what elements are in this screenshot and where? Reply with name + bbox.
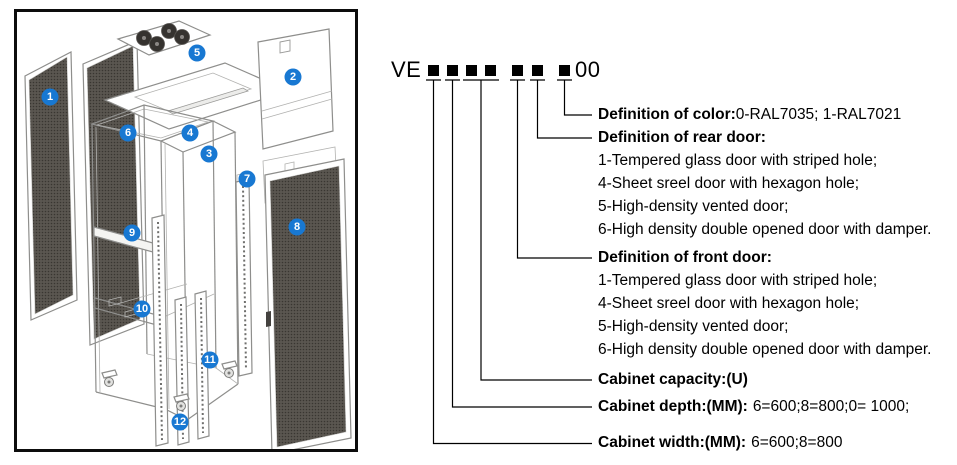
callout-2-label: 2 xyxy=(290,71,296,83)
legend-rear-door-title: Definition of rear door: xyxy=(598,129,766,146)
code-suffix: 00 xyxy=(575,57,601,82)
callout-1-label: 1 xyxy=(47,91,53,103)
callout-3: 3 xyxy=(200,145,218,163)
mounting-rail-inner xyxy=(151,214,169,447)
code-digit-color xyxy=(559,65,570,76)
code-digit-rear-door xyxy=(532,65,543,76)
callout-9-label: 9 xyxy=(129,227,135,239)
legend-depth-value: 6=600;8=800;0= 1000; xyxy=(752,398,910,415)
legend-width-row: Cabinet width:(MM):6=600;8=800 xyxy=(598,434,842,452)
legend-color-title: Definition of color: xyxy=(598,106,736,123)
fan-tray xyxy=(116,20,212,56)
legend-depth-row: Cabinet depth:(MM):6=600;8=800;0= 1000; xyxy=(598,398,909,416)
legend-color-row: Definition of color:0-RAL7035; 1-RAL7021 xyxy=(598,106,901,124)
callout-5: 5 xyxy=(188,44,206,62)
legend-rear-door-option-4: 6-High density double opened door with d… xyxy=(598,221,932,238)
front-door-panel xyxy=(264,158,352,449)
callout-9: 9 xyxy=(123,224,141,242)
callout-10: 10 xyxy=(133,300,151,318)
callout-8: 8 xyxy=(288,218,306,236)
legend-capacity-title: Cabinet capacity:(U) xyxy=(598,371,748,388)
side-panel-left-inner xyxy=(82,40,145,346)
legend-rear-door-option-1: 1-Tempered glass door with striped hole; xyxy=(598,152,878,169)
legend-rear-door-option-3: 5-High-density vented door; xyxy=(598,198,789,215)
callout-6: 6 xyxy=(119,124,137,142)
legend-color-value: 0-RAL7035; 1-RAL7021 xyxy=(735,106,902,123)
callout-11-label: 11 xyxy=(204,354,216,366)
callout-2: 2 xyxy=(284,68,302,86)
top-cover xyxy=(103,62,291,130)
legend-front-door-title: Definition of front door: xyxy=(598,249,772,266)
callout-6-label: 6 xyxy=(125,127,131,139)
callout-8-label: 8 xyxy=(294,221,300,233)
legend-depth-title: Cabinet depth:(MM): xyxy=(598,398,748,415)
callout-4-label: 4 xyxy=(187,127,194,139)
callout-5-label: 5 xyxy=(194,47,200,59)
callout-11: 11 xyxy=(201,351,219,369)
mounting-rail-right xyxy=(235,171,253,377)
callout-12: 12 xyxy=(171,413,189,431)
callout-badges: 1 2 3 4 5 6 7 8 9 10 11 12 xyxy=(41,44,306,431)
code-digit-capacity-2 xyxy=(485,65,496,76)
code-digit-capacity-1 xyxy=(466,65,477,76)
code-digit-depth xyxy=(447,65,458,76)
casters xyxy=(101,360,238,411)
callout-12-label: 12 xyxy=(174,416,186,428)
code-digit-width xyxy=(428,65,439,76)
legend-front-door-option-3: 5-High-density vented door; xyxy=(598,318,789,335)
legend-front-door-option-4: 6-High density double opened door with d… xyxy=(598,341,932,358)
callout-3-label: 3 xyxy=(206,148,212,160)
side-panel-left-outer xyxy=(24,51,78,321)
callout-10-label: 10 xyxy=(136,303,148,315)
legend-front-door-option-2: 4-Sheet sreel door with hexagon hole; xyxy=(598,295,860,312)
code-digit-front-door xyxy=(512,65,523,76)
legend-width-title: Cabinet width:(MM): xyxy=(598,434,747,451)
callout-4: 4 xyxy=(181,124,199,142)
legend-width-value: 6=600;8=800 xyxy=(751,434,843,451)
callout-1: 1 xyxy=(41,88,59,106)
legend-rear-door-option-2: 4-Sheet sreel door with hexagon hole; xyxy=(598,175,860,192)
cabinet-illustration: 1 2 3 4 5 6 7 8 9 10 11 12 xyxy=(24,20,352,449)
code-prefix: VE xyxy=(391,57,422,82)
cabinet-exploded-figure: 1 2 3 4 5 6 7 8 9 10 11 12 xyxy=(14,9,358,452)
callout-7: 7 xyxy=(238,170,256,188)
legend-front-door-option-1: 1-Tempered glass door with striped hole; xyxy=(598,272,878,289)
rear-door-panel xyxy=(257,28,334,150)
callout-7-label: 7 xyxy=(244,173,250,185)
